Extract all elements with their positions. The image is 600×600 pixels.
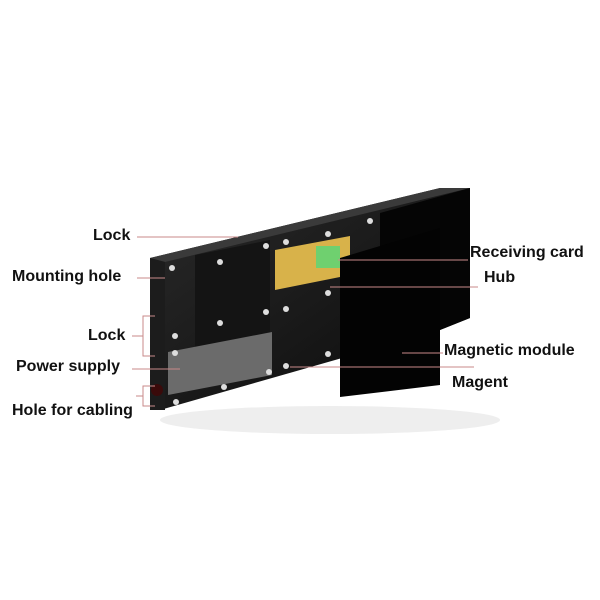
cabinet-top-edge <box>150 188 470 262</box>
shadow <box>160 406 500 434</box>
leader-lines <box>132 236 478 407</box>
label-magent: Magent <box>452 374 508 391</box>
label-lock-top: Lock <box>93 227 131 244</box>
label-power-supply: Power supply <box>16 358 121 375</box>
cabling-hole <box>151 384 163 396</box>
receiving-card <box>316 246 340 268</box>
screws <box>169 218 373 405</box>
label-mounting-hole: Mounting hole <box>12 268 122 285</box>
power-supply <box>168 332 272 395</box>
label-hub: Hub <box>484 269 516 286</box>
label-receiving-card: Receiving card <box>470 244 584 261</box>
magnetic-module <box>340 228 440 397</box>
label-magnetic-module: Magnetic module <box>444 342 575 359</box>
cabinet-left-edge <box>150 258 165 410</box>
label-lock-side: Lock <box>88 327 126 344</box>
label-hole-for-cabling: Hole for cabling <box>12 402 133 419</box>
